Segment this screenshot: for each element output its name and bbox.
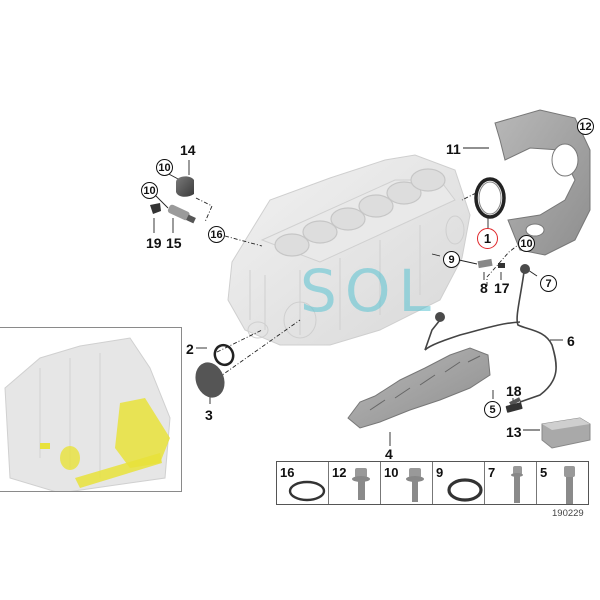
engine-overview-illustration: [4, 337, 171, 491]
callout-circled-16: 16: [208, 226, 225, 243]
part-1-seal-ring: [474, 177, 506, 219]
callout-18: 18: [506, 383, 522, 399]
kit-cell-5[interactable]: 5: [537, 462, 588, 504]
part-17-clip: [498, 263, 505, 268]
callout-8: 8: [480, 280, 488, 296]
callout-19: 19: [146, 235, 162, 251]
kit-cell-12[interactable]: 12: [329, 462, 381, 504]
kit-cell-10[interactable]: 10: [381, 462, 433, 504]
leader-lines: [195, 192, 519, 379]
part-11-plate: [494, 109, 591, 256]
socket-cap-screw-icon: [564, 466, 575, 504]
kit-number: 7: [488, 465, 496, 480]
callout-highlighted-1[interactable]: 1: [477, 228, 498, 249]
callout-circled-12: 12: [577, 118, 594, 135]
watermark-text: SOL: [300, 257, 439, 325]
part-4-tray: [347, 347, 491, 429]
part-3-cover: [195, 362, 225, 398]
kit-cell-16[interactable]: 16: [277, 462, 329, 504]
callout-circled-10-a: 10: [156, 159, 173, 176]
cable-connector: [509, 397, 521, 406]
engine-overview-inset: [0, 327, 182, 492]
callout-11: 11: [446, 141, 461, 157]
callout-circled-10-c: 10: [518, 235, 535, 252]
part-6-cable: [424, 271, 557, 403]
part-8-sensor: [477, 258, 493, 269]
flange-bolt-icon: [406, 468, 424, 502]
callout-15: 15: [166, 235, 182, 251]
part-2-seal: [213, 343, 235, 367]
callout-4: 4: [385, 446, 393, 462]
callout-circled-5: 5: [484, 401, 501, 418]
callout-circled-10-b: 10: [141, 182, 158, 199]
part-14-sensor: [176, 176, 194, 197]
part-18-clip: [505, 402, 523, 413]
kit-number: 12: [332, 465, 347, 480]
callout-2: 2: [186, 341, 194, 357]
kit-number: 16: [280, 465, 295, 480]
callout-6: 6: [567, 333, 575, 349]
kit-cell-7[interactable]: 7: [485, 462, 537, 504]
part-7-sensor: [520, 264, 530, 274]
callout-17: 17: [494, 280, 510, 296]
callout-3: 3: [205, 407, 213, 423]
part-19-clip: [150, 203, 161, 214]
part-15-sensor: [167, 204, 196, 224]
callout-14: 14: [180, 142, 196, 158]
o-ring-large-icon: [288, 480, 326, 502]
o-ring-small-icon: [447, 478, 483, 502]
flange-bolt-icon: [352, 468, 370, 500]
callout-13: 13: [506, 424, 522, 440]
engine-block: [227, 154, 471, 346]
part-13-box: [541, 417, 591, 449]
kit-cell-9[interactable]: 9: [433, 462, 485, 504]
diagram-id-number: 190229: [552, 508, 584, 519]
callout-circled-7: 7: [540, 275, 557, 292]
hardware-kit-table: 16 12 10 9 7 5: [276, 461, 589, 505]
kit-number: 5: [540, 465, 548, 480]
long-bolt-icon: [511, 466, 523, 503]
kit-number: 9: [436, 465, 444, 480]
knock-sensor: [435, 312, 445, 322]
kit-number: 10: [384, 465, 399, 480]
callout-circled-9: 9: [443, 251, 460, 268]
